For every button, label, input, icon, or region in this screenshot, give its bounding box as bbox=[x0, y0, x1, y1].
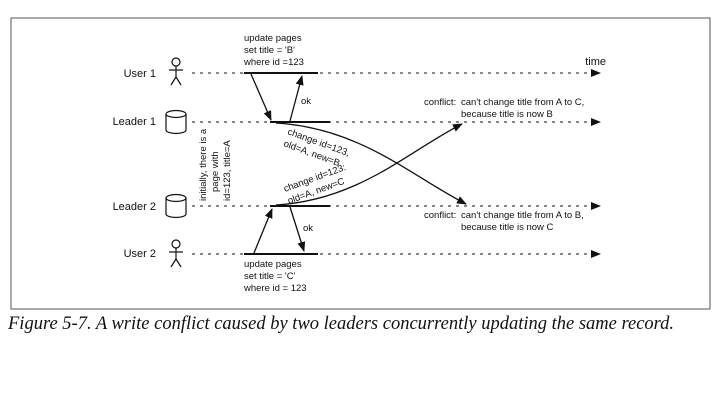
request-text-user2: where id = 123 bbox=[243, 283, 307, 294]
conflict-text-leader2: because title is now C bbox=[461, 222, 554, 233]
conflict-text-leader1: because title is now B bbox=[461, 109, 553, 120]
user-icon bbox=[169, 57, 183, 86]
arrow-user2-to-leader2 bbox=[253, 208, 273, 254]
figure-frame bbox=[10, 17, 711, 310]
replication-arrow-leader1-to-leader2 bbox=[275, 122, 467, 205]
actor-label-user2: User 2 bbox=[124, 248, 156, 260]
request-text-user1: update pages bbox=[244, 33, 302, 44]
ok-label-top: ok bbox=[301, 96, 311, 107]
conflict-label-leader2: conflict: bbox=[424, 210, 456, 221]
initial-note-line: initially, there is a bbox=[198, 128, 209, 201]
conflict-label-leader1: conflict: bbox=[424, 97, 456, 108]
actor-label-leader1: Leader 1 bbox=[113, 116, 156, 128]
conflict-text-leader1: can't change title from A to C, bbox=[461, 97, 584, 108]
ok-label-bottom: ok bbox=[303, 223, 313, 234]
database-icon bbox=[165, 109, 187, 135]
request-text-user2: set title = 'C' bbox=[244, 271, 296, 282]
request-text-user1: where id =123 bbox=[243, 57, 304, 68]
replication-arrow-leader2-to-leader1 bbox=[275, 123, 463, 206]
request-text-user2: update pages bbox=[244, 259, 302, 270]
conflict-text-leader2: can't change title from A to B, bbox=[461, 210, 584, 221]
arrow-ok-leader1-to-user1 bbox=[289, 75, 304, 122]
arrow-user1-to-leader1 bbox=[250, 73, 272, 121]
database-icon bbox=[165, 193, 187, 219]
time-axis-label: time bbox=[585, 56, 606, 68]
initial-note-line: page with bbox=[210, 151, 221, 192]
arrow-ok-leader2-to-user2 bbox=[289, 206, 306, 252]
actor-label-leader2: Leader 2 bbox=[113, 201, 156, 213]
user-icon bbox=[169, 239, 183, 268]
figure-caption: Figure 5-7. A write conflict caused by t… bbox=[8, 314, 675, 334]
request-text-user1: set title = 'B' bbox=[244, 45, 295, 56]
actor-label-user1: User 1 bbox=[124, 68, 156, 80]
initial-note-line: id=123, title=A bbox=[222, 140, 233, 201]
